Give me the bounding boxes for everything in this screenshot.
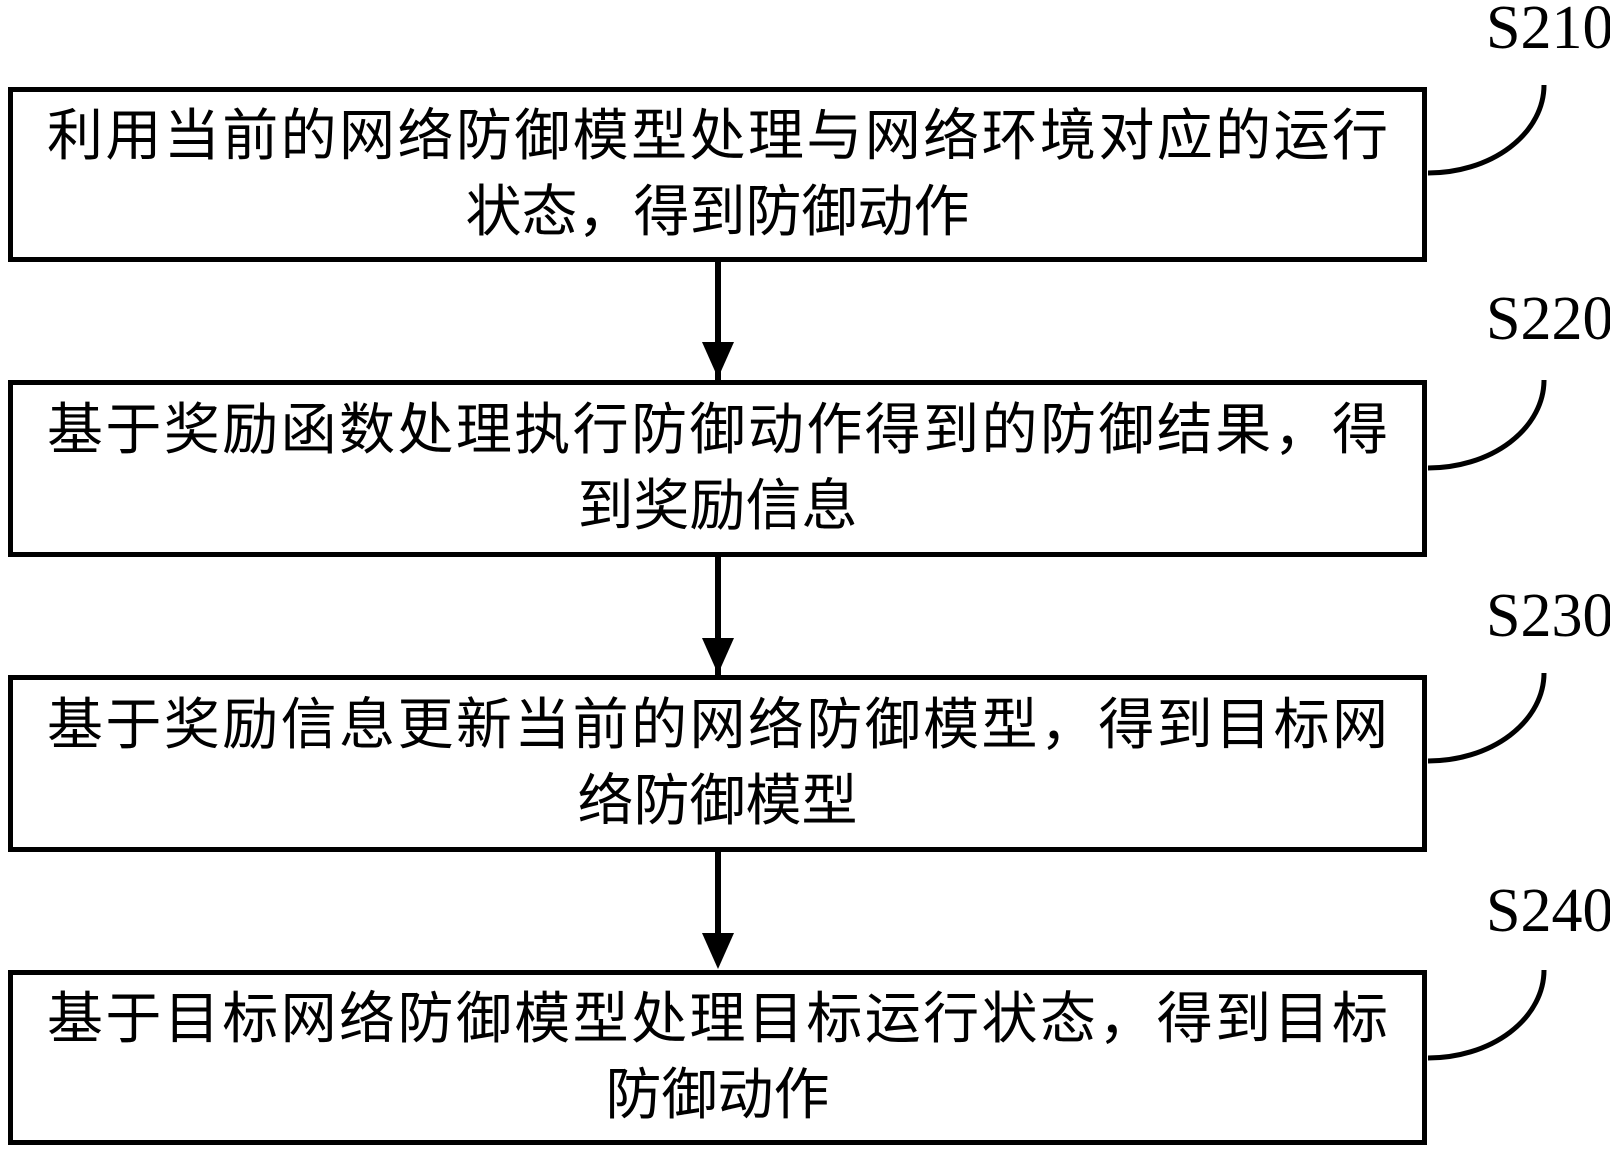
step-text-line: 络防御模型	[577, 770, 858, 833]
step-text-line: 基于奖励函数处理执行防御动作得到的防御结果，得	[47, 399, 1388, 462]
step-box-s210: 利用当前的网络防御模型处理与网络环境对应的运行 状态，得到防御动作	[8, 87, 1427, 262]
arrowhead-icon	[702, 342, 734, 378]
step-text-line: 防御动作	[605, 1064, 830, 1127]
step-label-s220: S220	[1486, 285, 1610, 353]
step-label-arc-s240	[1427, 969, 1547, 1061]
step-box-s220: 基于奖励函数处理执行防御动作得到的防御结果，得 到奖励信息	[8, 380, 1427, 557]
arrowhead-icon	[702, 638, 734, 674]
step-label-arc-s210	[1427, 84, 1547, 176]
step-box-s240: 基于目标网络防御模型处理目标运行状态，得到目标 防御动作	[8, 970, 1427, 1145]
step-text-line: 利用当前的网络防御模型处理与网络环境对应的运行	[47, 105, 1388, 168]
step-text-line: 状态，得到防御动作	[465, 181, 970, 244]
step-label-s230: S230	[1486, 582, 1610, 650]
step-label-arc-s230	[1427, 672, 1547, 764]
step-text-line: 基于目标网络防御模型处理目标运行状态，得到目标	[47, 988, 1388, 1051]
step-label-s240: S240	[1486, 877, 1610, 945]
step-text-line: 到奖励信息	[577, 475, 858, 538]
step-box-s230: 基于奖励信息更新当前的网络防御模型，得到目标网 络防御模型	[8, 675, 1427, 852]
step-label-s210: S210	[1486, 0, 1610, 62]
step-text-line: 基于奖励信息更新当前的网络防御模型，得到目标网	[47, 694, 1388, 757]
step-label-arc-s220	[1427, 379, 1547, 471]
arrowhead-icon	[702, 933, 734, 969]
